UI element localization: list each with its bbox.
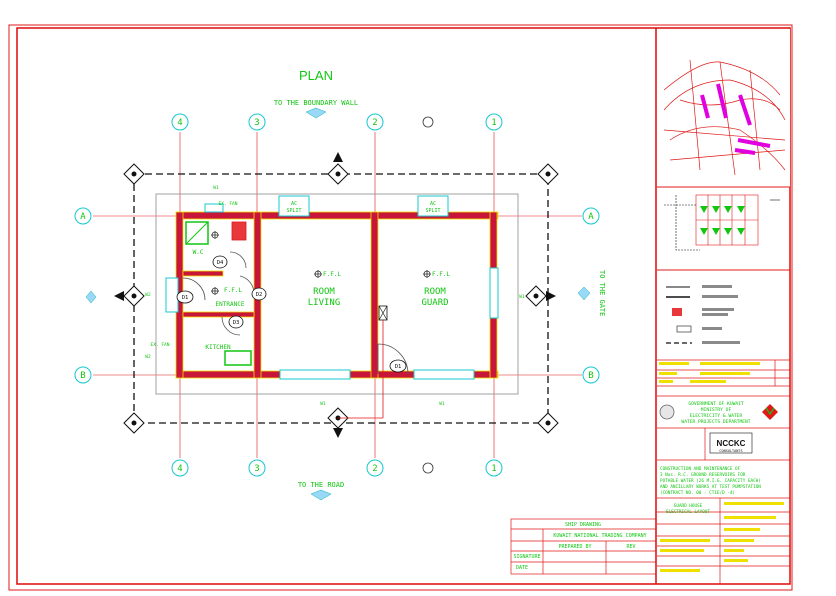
arrow-bottom (310, 489, 332, 501)
org-line-3: ELECTRICITY & WATER (690, 413, 743, 419)
right-direction-label: TO THE GATE (598, 270, 606, 316)
stamp-company: KUWAIT NATIONAL TRADING COMPANY (553, 533, 646, 539)
w2-kitchen: W2 (145, 354, 151, 360)
ac-label-living: AC (291, 201, 297, 207)
org-line-1: GOVERNMENT OF KUWAIT (688, 401, 744, 407)
grid-col-4-bottom: 4 (177, 464, 182, 474)
room-kitchen: KITCHEN (205, 344, 231, 351)
legend (666, 285, 740, 344)
exfan-kitchen: EX. FAN (151, 342, 170, 348)
room-wc: W.C (193, 249, 204, 256)
kuwait-emblem (659, 404, 675, 420)
door-tag-entrance: D1 (182, 295, 189, 301)
project-line-4: AND ANCILLARY WORKS AT TEST PUMPSTATION (660, 484, 761, 490)
org-line-4: WATER PROJECTS DEPARTMENT (681, 419, 750, 425)
grid-col-1-top: 1 (491, 118, 496, 128)
door-tag-wc: D4 (217, 260, 224, 266)
site-layout (664, 194, 780, 251)
stamp-date: DATE (516, 565, 528, 571)
consultant-logo (709, 432, 753, 454)
grid-col-1-bottom: 1 (491, 464, 496, 474)
plan-title: PLAN (299, 68, 333, 83)
project-line-3: POTABLE WATER (26 M.I.G. CAPACITY EACH) (660, 478, 761, 484)
ac-label-guard: AC (430, 201, 436, 207)
stamp-rev: REV (626, 544, 635, 550)
ministry-emblem-icon (762, 404, 778, 420)
grid-row-a-right: A (588, 212, 594, 222)
light-fixtures (211, 116, 434, 474)
drawing-title-1: GUARD HOUSE (674, 503, 703, 509)
grid-row-b-right: B (588, 371, 593, 381)
door-tag-living: D2 (256, 292, 263, 298)
room-living-line1: ROOM (313, 287, 335, 297)
door-tag-kitchen: D3 (233, 320, 240, 326)
ffl-living: F.F.L (323, 271, 341, 278)
project-line-1: CONSTRUCTION AND MAINTENANCE OF (660, 466, 741, 472)
stamp-signature: SIGNATURE (513, 554, 540, 560)
w2-left: W2 (145, 292, 151, 298)
grid-col-2-top: 2 (372, 118, 377, 128)
stamp-ship-drawing: SHIP DRAWING (565, 522, 601, 528)
building-outline (155, 193, 519, 395)
room-living-line2: LIVING (308, 298, 341, 308)
split-label-guard: SPLIT (425, 208, 440, 214)
w1-bottom-b: W1 (439, 401, 445, 407)
grid-col-2-bottom: 2 (372, 464, 377, 474)
drawing-title-2: ELECTRICAL LAYOUT (666, 509, 710, 515)
grid-col-3-bottom: 3 (254, 464, 259, 474)
org-line-2: MINISTRY OF (701, 407, 732, 413)
arrow-left (85, 290, 97, 304)
grid-bubbles (74, 113, 600, 477)
consultant-sub-text: CONSULTANTS (719, 449, 742, 453)
w1-top: W1 (213, 185, 219, 191)
grid-row-a-left: A (80, 212, 86, 222)
top-direction-label: TO THE BOUNDARY WALL (274, 99, 358, 107)
grid-row-b-left: B (80, 371, 85, 381)
grid-col-4-top: 4 (177, 118, 182, 128)
windows (165, 203, 499, 380)
grid-col-3-top: 3 (254, 118, 259, 128)
ffl-guard: F.F.L (432, 271, 450, 278)
ac-units (278, 195, 449, 217)
key-map-roads (663, 59, 786, 176)
stamp-prepared: PREPARED BY (558, 544, 591, 550)
earthing-boundary (133, 173, 549, 424)
room-guard-line1: ROOM (424, 287, 446, 297)
ffl-entrance: F.F.L (224, 287, 242, 294)
exfan-top: EX. FAN (219, 201, 238, 207)
inner-border (16, 27, 791, 585)
bottom-direction-label: TO THE ROAD (298, 481, 344, 489)
shop-drawing-stamp (510, 518, 657, 575)
key-map-highlights (700, 83, 771, 155)
w1-right: W1 (519, 294, 525, 300)
door-tag-guard: D1 (395, 364, 402, 370)
room-guard-line2: GUARD (421, 298, 448, 308)
north-arrow-top (305, 107, 327, 119)
project-line-5: (CONTRACT NO. 00 - CTIE/D -4) (660, 490, 735, 496)
water-heater (231, 221, 247, 241)
outer-border (8, 24, 793, 591)
title-block-grid (657, 359, 790, 584)
consultant-logo-text: NCCKC (717, 439, 746, 448)
project-line-2: 3 Nos. R.C. GROUND RESERVOIRS FOR (660, 472, 746, 478)
split-label-living: SPLIT (286, 208, 301, 214)
arrow-right (577, 286, 591, 301)
kitchen-panel (224, 350, 252, 366)
w1-bottom-a: W1 (320, 401, 326, 407)
room-entrance: ENTRANCE (216, 301, 245, 308)
